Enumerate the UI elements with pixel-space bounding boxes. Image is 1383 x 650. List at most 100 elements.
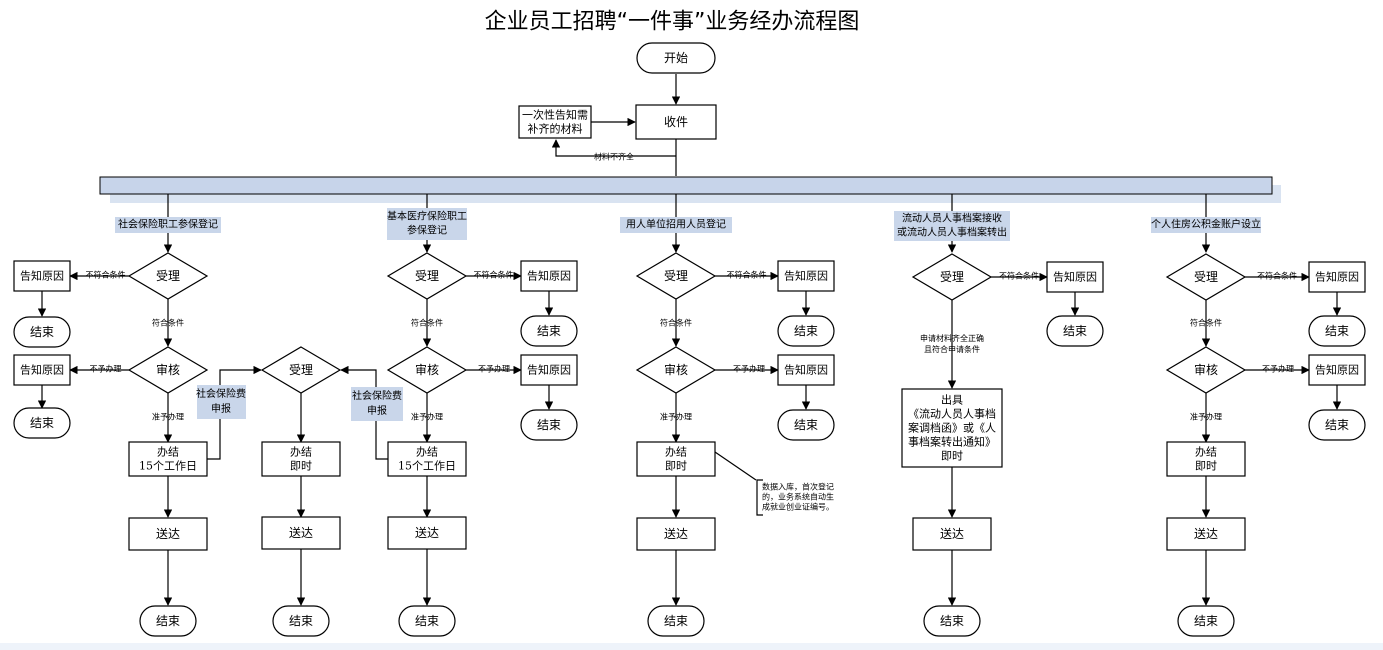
accept-label: 受理 [1194,270,1218,284]
done-label: 办结 [157,446,179,459]
end-label: 结束 [1325,324,1349,338]
reason-box [1046,261,1104,293]
reason-label: 告知原因 [527,363,571,377]
not-meets-label: 不符合条件 [999,271,1039,281]
branch-heading-bg [387,208,467,240]
done-label: 办结 [416,446,438,459]
reason-label: 告知原因 [20,269,64,283]
deliver-box [387,516,467,550]
end-label: 结束 [794,324,818,338]
done-label: 办结 [1195,446,1217,459]
end-label: 结束 [30,325,54,339]
incomplete-return-arrow [551,139,676,157]
meets-label: 符合条件 [1190,318,1222,328]
reason-box [777,354,835,386]
not-meets-label: 不符合条件 [1257,271,1297,281]
approve-label: 准予办理 [411,412,443,422]
end-terminal [520,409,578,441]
end-terminal [777,409,835,441]
reason-label: 告知原因 [1053,270,1097,284]
end-terminal [272,605,330,637]
end-label: 结束 [1063,324,1087,338]
end-terminal [1046,315,1104,347]
branch-heading-3: 用人单位招用人员登记 [626,218,726,231]
ss-fee-label: 申报 [367,404,387,417]
complete-label: 申请材料齐全正确 [920,333,984,343]
accept-label: 受理 [415,269,439,283]
not-handle-label: 不予办理 [478,364,510,374]
done-label: 15个工作日 [139,460,197,473]
end-label: 结束 [289,614,313,628]
end-terminal [398,605,456,637]
end-terminal [13,316,71,348]
deliver-box [636,517,716,551]
end-terminal [139,605,197,637]
end-label: 结束 [30,416,54,430]
issue-label: 《流动人员人事档 [908,407,996,421]
note-leader [714,451,757,481]
accept-label: 受理 [289,363,313,377]
start-label: 开始 [664,51,688,65]
done-label: 15个工作日 [398,460,456,473]
branch-heading-bg [115,217,221,233]
end-label: 结束 [537,418,561,432]
end-label: 结束 [1194,614,1218,628]
reject-label: 不予办理 [90,364,122,374]
reason-box [1308,354,1366,386]
done-label: 即时 [665,460,687,473]
deliver-label: 送达 [664,526,688,541]
branch-heading-bg [1151,217,1261,233]
reason-label: 告知原因 [784,269,828,283]
reason-box [520,354,578,386]
start-terminal [636,42,716,74]
ss-fee-label: 社会保险费 [352,389,402,402]
end-label: 结束 [156,614,180,628]
receive-box [635,104,717,140]
notify-box [518,105,592,139]
page-title: 企业员工招聘“一件事”业务经办流程图 [485,10,860,35]
not-meets-label: 不符合条件 [474,270,514,280]
reason-label: 告知原因 [1315,363,1359,377]
complete-label: 且符合申请条件 [924,344,980,354]
ss-fee-bg [197,385,246,419]
note-text: 数据入库，首次登记 [762,482,834,492]
meets-label: 符合条件 [411,318,443,328]
issue-label: 案调档函》或《人 [908,421,996,435]
end-label: 结束 [415,614,439,628]
done-label: 办结 [290,446,312,459]
review-label: 审核 [156,362,180,377]
end-label: 结束 [794,418,818,432]
end-terminal [647,605,705,637]
end-terminal [1308,315,1366,347]
reject-label: 不符合条件 [86,270,126,280]
branch-heading-1: 社会保险职工参保登记 [118,218,218,231]
end-terminal [1308,409,1366,441]
notify-label: 一次性告知需 [522,108,588,122]
not-handle-label: 不予办理 [1262,364,1294,374]
done-label: 办结 [665,446,687,459]
end-terminal [13,407,71,439]
done-box [1166,441,1246,477]
end-terminal [777,315,835,347]
incomplete-label: 材料不齐全 [594,152,634,162]
done-label: 即时 [1195,460,1217,473]
branch-heading-4: 流动人员人事档案接收 [902,212,1002,225]
meets-label: 符合条件 [152,318,184,328]
issue-label: 事档案转出通知》 [908,435,996,449]
note-text: 成就业创业证编号。 [762,502,834,512]
not-meets-label: 不符合条件 [727,270,767,280]
ss-fee-label: 申报 [211,402,231,415]
notify-label: 补齐的材料 [528,122,583,136]
end-label: 结束 [940,614,964,628]
reason-label: 告知原因 [784,363,828,377]
deliver-label: 送达 [1194,526,1218,541]
end-label: 结束 [664,614,688,628]
note-bracket [756,479,763,516]
reason-label: 告知原因 [20,363,64,377]
review-label: 审核 [415,362,439,377]
branch-heading-bg [620,217,732,233]
done-label: 即时 [290,460,312,473]
issue-label: 出具 [941,393,963,407]
receive-label: 收件 [664,115,688,129]
